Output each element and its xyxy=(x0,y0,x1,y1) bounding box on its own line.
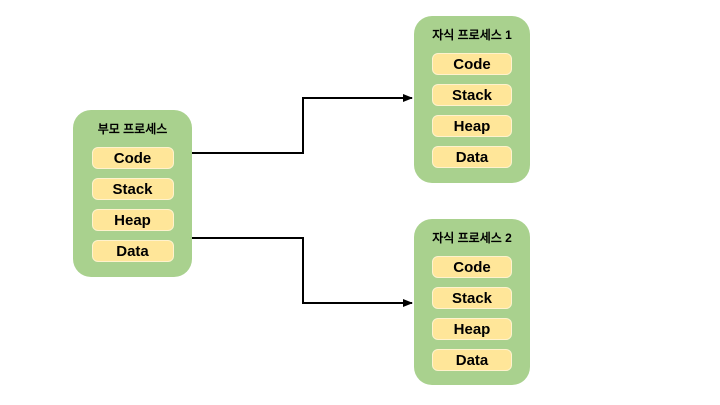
child1-memory-block-stack: Stack xyxy=(432,84,512,106)
child-process-2-box: 자식 프로세스 2 Code Stack Heap Data xyxy=(414,219,530,385)
child2-memory-block-heap: Heap xyxy=(432,318,512,340)
child-process-1-box: 자식 프로세스 1 Code Stack Heap Data xyxy=(414,16,530,183)
parent-memory-block-code: Code xyxy=(91,147,174,169)
child-process-2-title: 자식 프로세스 2 xyxy=(432,231,512,245)
child-process-1-title: 자식 프로세스 1 xyxy=(432,28,512,42)
parent-process-box: 부모 프로세스 Code Stack Heap Data xyxy=(73,110,192,277)
child1-memory-block-heap: Heap xyxy=(432,115,512,137)
arrow-parent-to-child2 xyxy=(192,237,413,307)
child1-memory-block-data: Data xyxy=(432,146,512,168)
arrow-parent-to-child1 xyxy=(192,94,413,154)
parent-process-title: 부모 프로세스 xyxy=(97,122,168,136)
child2-memory-block-code: Code xyxy=(432,256,512,278)
child2-memory-block-data: Data xyxy=(432,349,512,371)
parent-memory-block-stack: Stack xyxy=(91,178,174,200)
parent-memory-block-heap: Heap xyxy=(91,209,174,231)
child1-memory-block-code: Code xyxy=(432,53,512,75)
parent-memory-block-data: Data xyxy=(91,240,174,262)
child2-memory-block-stack: Stack xyxy=(432,287,512,309)
